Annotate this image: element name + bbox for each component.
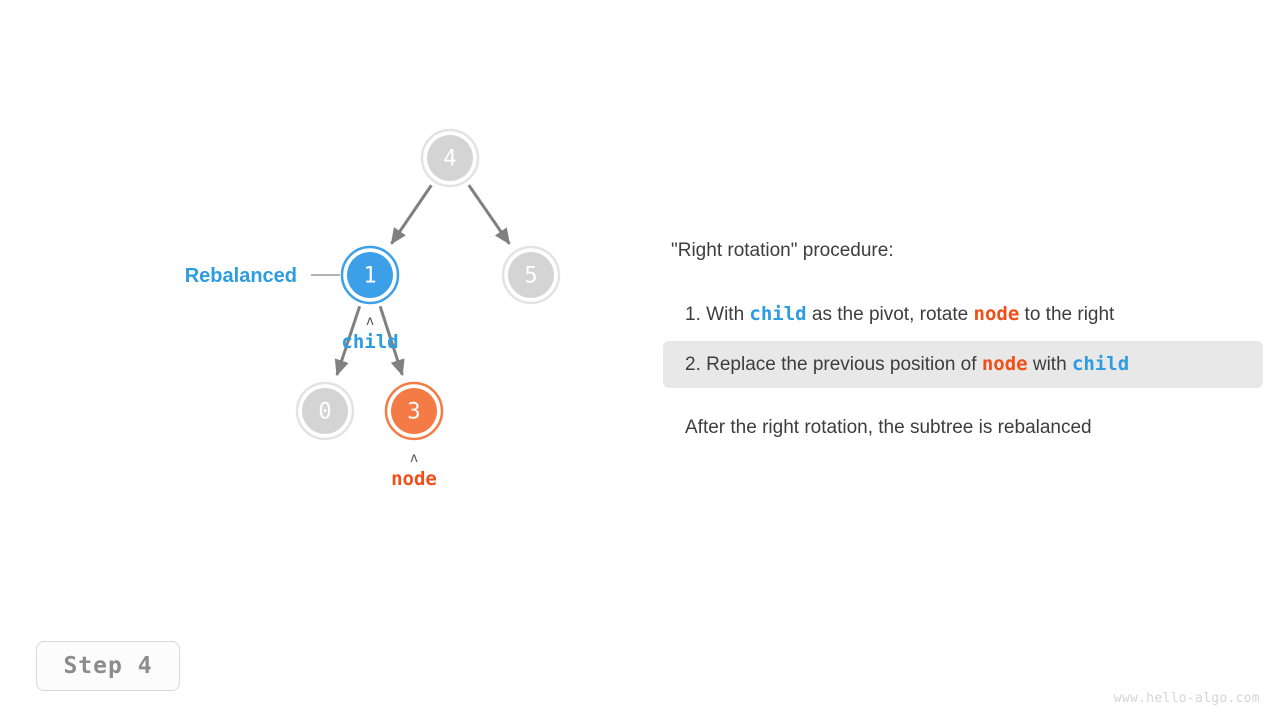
watermark: www.hello-algo.com <box>1113 691 1260 706</box>
node-fill <box>508 252 554 298</box>
keyword-child: child <box>749 302 807 325</box>
tree-edge-n4-n5 <box>467 184 511 245</box>
node-fill <box>427 135 473 181</box>
procedure-step-list: 1. With child as the pivot, rotate node … <box>663 291 1263 389</box>
node-outer-ring <box>420 128 480 188</box>
tree-edge-n1-n3 <box>378 305 405 376</box>
node-value-label: 0 <box>318 400 331 425</box>
keyword-node: node <box>973 302 1020 325</box>
step-number: 1. <box>685 303 701 325</box>
node-value-label: 4 <box>443 147 456 172</box>
tree-nodes: 4 1 5 0 3 <box>295 128 561 441</box>
rebalanced-annotation: Rebalanced <box>185 265 340 287</box>
node-outer-ring <box>384 381 444 441</box>
child-pointer-label: child <box>341 331 398 353</box>
step-text: Replace the previous position of <box>706 353 982 375</box>
procedure-step-1: 1. With child as the pivot, rotate node … <box>663 291 1263 339</box>
node-value-label: 5 <box>524 264 537 289</box>
step-text: With <box>706 303 750 325</box>
node-value-label: 1 <box>363 264 376 289</box>
tree-node-0: 0 <box>295 381 355 441</box>
panel-heading: "Right rotation" procedure: <box>671 240 894 261</box>
caret-icon: ʌ <box>410 451 418 466</box>
tree-edge-n4-n1 <box>390 184 433 245</box>
step-number: 2. <box>685 353 701 375</box>
tree-node-5: 5 <box>501 245 561 305</box>
keyword-child: child <box>1071 352 1130 375</box>
step-text: as the pivot, rotate <box>806 303 974 325</box>
node-outer-ring <box>295 381 355 441</box>
step-text: to the right <box>1019 303 1115 325</box>
step-text: with <box>1027 353 1072 375</box>
procedure-step-2: 2. Replace the previous position of node… <box>663 340 1263 389</box>
keyword-node: node <box>981 352 1028 375</box>
node-pointer-label: node <box>391 468 437 490</box>
node-value-label: 3 <box>407 400 420 425</box>
procedure-panel: "Right rotation" procedure: 1. With chil… <box>663 240 1263 440</box>
tree-edge-n1-n0 <box>334 305 362 377</box>
panel-footer-text: After the right rotation, the subtree is… <box>685 417 1092 439</box>
node-outer-ring <box>501 245 561 305</box>
node-fill <box>302 388 348 434</box>
tree-pointers: ʌ child ʌ node <box>341 314 436 490</box>
tree-edges <box>334 184 511 377</box>
tree-node-3: 3 <box>384 381 444 441</box>
rebalanced-label: Rebalanced <box>185 265 297 287</box>
caret-icon: ʌ <box>366 314 374 329</box>
tree-node-1: 1 <box>340 245 400 305</box>
step-badge: Step 4 <box>36 641 180 691</box>
node-outer-ring <box>340 245 400 305</box>
node-fill <box>347 252 393 298</box>
tree-node-4: 4 <box>420 128 480 188</box>
node-fill <box>391 388 437 434</box>
